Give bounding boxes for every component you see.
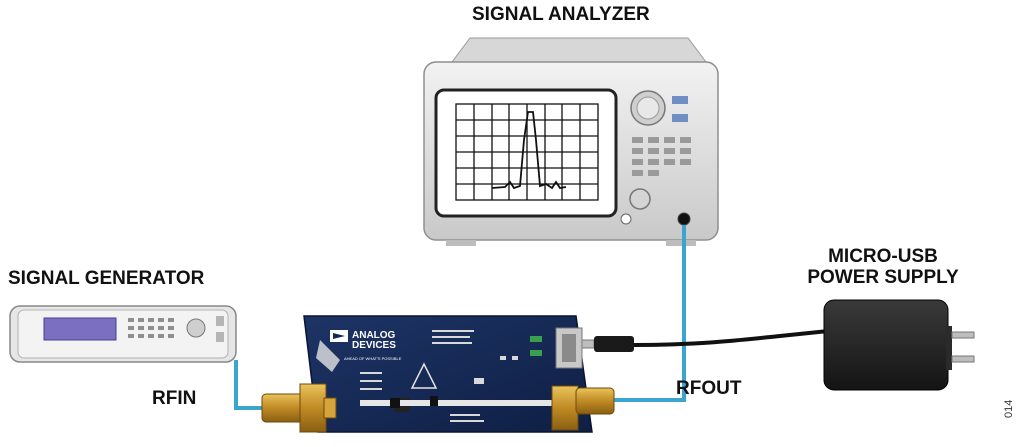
usb-cable [633,328,839,347]
rfout-label: RFOUT [676,378,742,399]
rfout-sma-connector [551,385,615,431]
generator-display [43,317,117,341]
rfout-cable [612,225,686,402]
usb-plug [581,336,634,352]
rfin-cable [234,360,262,410]
signal-generator-instrument [9,305,237,363]
micro-usb-power-supply-label: MICRO-USB POWER SUPPLY [788,246,978,288]
figure-id: 014 [1003,399,1015,418]
analyzer-keypad [632,137,691,176]
micro-usb-label-line2: POWER SUPPLY [807,267,959,288]
spectrum-trace [491,111,567,190]
analyzer-knob-small [629,188,651,210]
analyzer-rf-input-port [677,212,691,226]
board-brand-line2: DEVICES [352,340,396,351]
signal-analyzer-instrument [423,37,719,246]
micro-usb-label-line1: MICRO-USB [828,246,938,267]
rfin-sma-connector [261,383,337,433]
micro-usb-power-supply [823,299,975,391]
analyzer-screen-grid [455,103,599,201]
micro-usb-port [555,327,583,369]
evaluation-board: ANALOG DEVICES AHEAD OF WHAT'S POSSIBLE [303,315,593,433]
signal-analyzer-label: SIGNAL ANALYZER [472,4,650,25]
board-tagline: AHEAD OF WHAT'S POSSIBLE [344,356,402,361]
generator-keys [128,318,174,338]
board-brand-line1: ANALOG [352,330,396,341]
signal-generator-label: SIGNAL GENERATOR [8,268,205,289]
board-silkscreen [360,330,484,422]
rfin-label: RFIN [152,388,197,409]
